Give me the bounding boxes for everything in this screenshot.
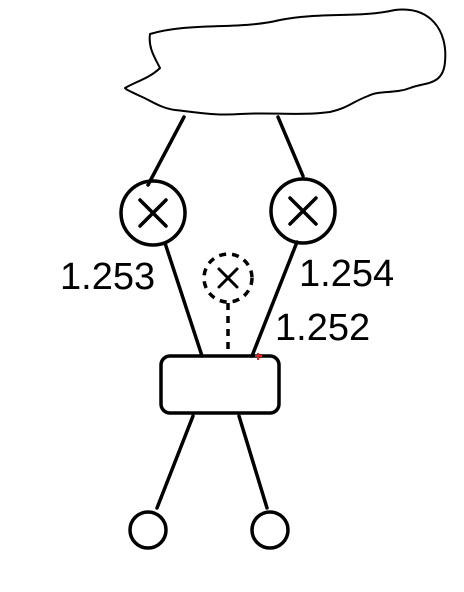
- link-left-router-switch: [163, 241, 204, 358]
- link-switch-left-host: [155, 414, 195, 510]
- virtual-router-x-icon: [217, 267, 239, 289]
- right-router-address-label: 1.254: [299, 253, 394, 295]
- link-cloud-right-router: [276, 115, 305, 178]
- left-router-node: [119, 179, 187, 247]
- left-router-x-icon: [138, 198, 168, 228]
- link-switch-right-host: [237, 414, 269, 510]
- right-router-node: [269, 177, 337, 245]
- virtual-router-address-label: 1.252: [275, 307, 370, 349]
- cloud-shape: [124, 8, 447, 116]
- switch-node: [159, 354, 281, 415]
- link-right-router-switch: [250, 240, 299, 358]
- red-mark-icon: [255, 353, 262, 360]
- left-host-node: [128, 510, 168, 550]
- right-router-x-icon: [288, 196, 318, 226]
- left-router-address-label: 1.253: [60, 256, 155, 298]
- link-cloud-left-router: [146, 115, 186, 187]
- virtual-router-node: [202, 252, 254, 304]
- right-host-node: [250, 510, 290, 550]
